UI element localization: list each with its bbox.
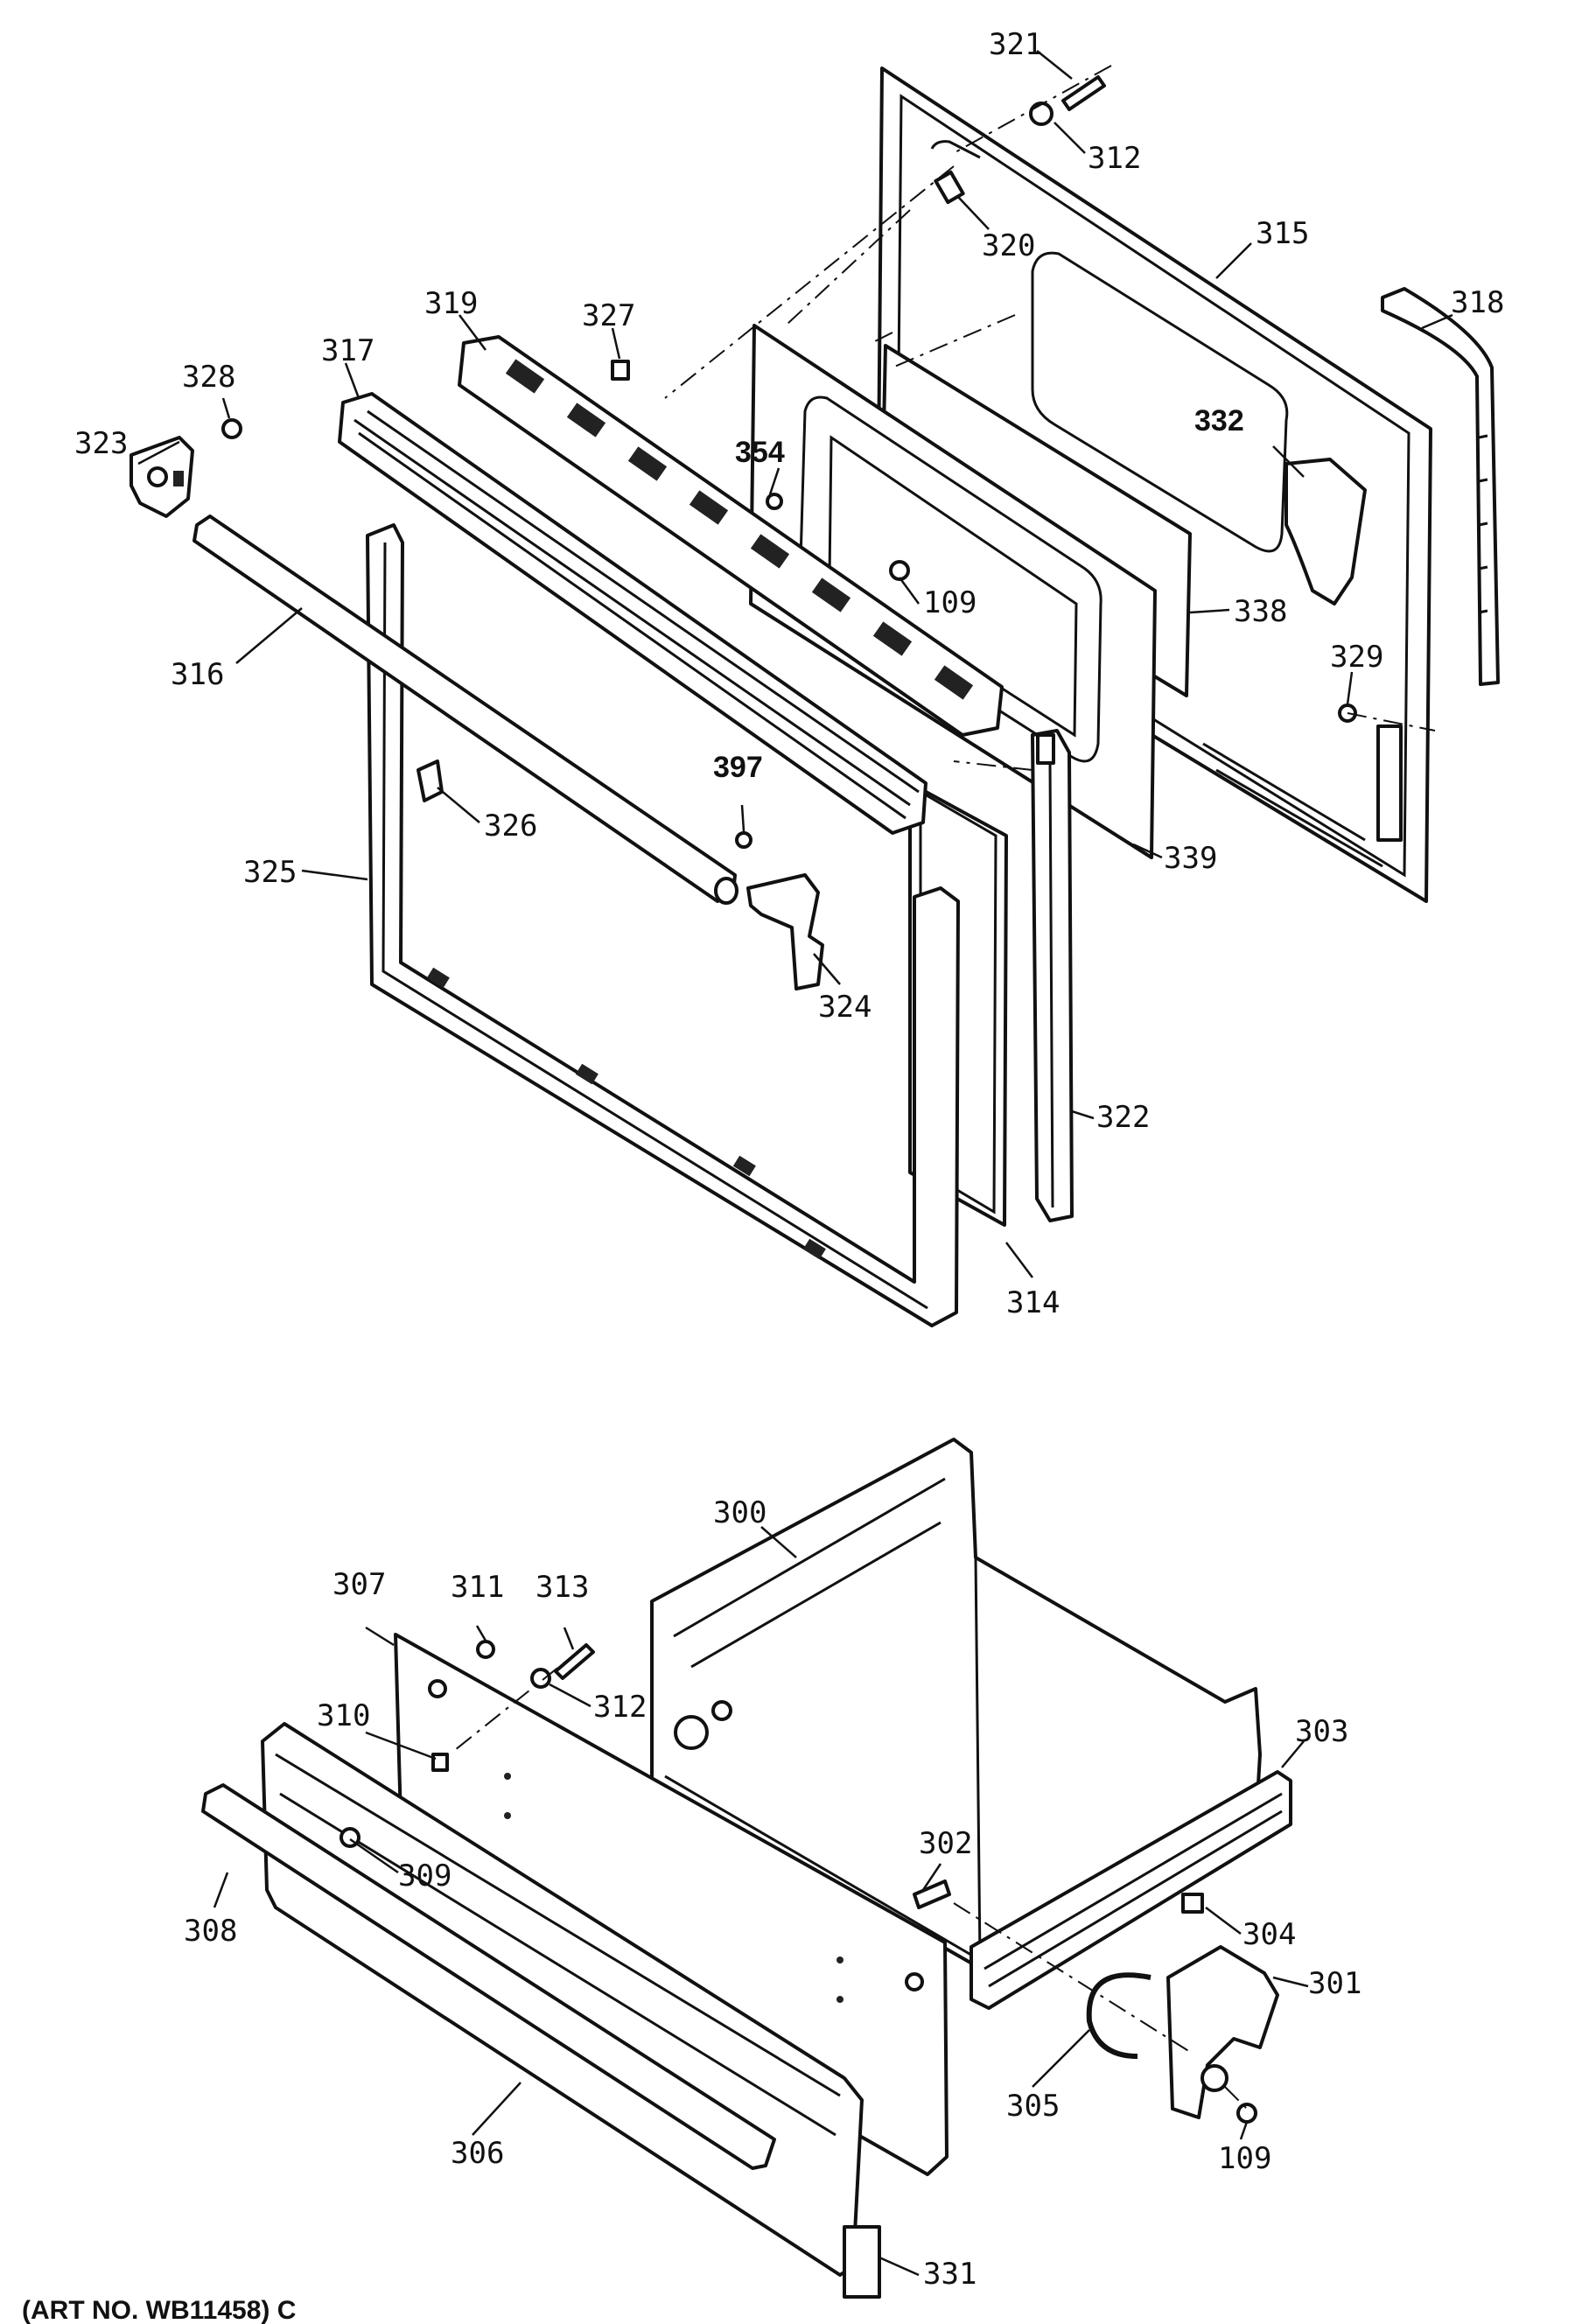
label-309: 309 bbox=[398, 1858, 452, 1894]
bracket-331 bbox=[843, 2225, 881, 2299]
part-labels: 321 312 320 315 318 319 327 317 328 323 … bbox=[74, 27, 1504, 2292]
vent-bracket-319 bbox=[458, 335, 1004, 737]
label-308: 308 bbox=[184, 1914, 237, 1949]
alignment-lines-lower bbox=[454, 1644, 1248, 2110]
top-vent-trim-317 bbox=[338, 392, 928, 835]
insulation-block-332 bbox=[1284, 458, 1367, 606]
label-322: 322 bbox=[1096, 1100, 1150, 1135]
fasteners-upper bbox=[221, 75, 1357, 849]
label-109-lower: 109 bbox=[1218, 2141, 1271, 2176]
label-323: 323 bbox=[74, 426, 128, 461]
art-number-caption: (ART NO. WB11458) C bbox=[22, 2296, 296, 2324]
label-327: 327 bbox=[582, 298, 635, 333]
label-317: 317 bbox=[321, 333, 374, 368]
clip-326 bbox=[416, 760, 444, 802]
side-channel-322 bbox=[1031, 729, 1074, 1222]
label-332: 332 bbox=[1194, 404, 1244, 438]
rear-bracket-301 bbox=[1166, 1945, 1279, 2119]
label-306: 306 bbox=[451, 2136, 504, 2171]
label-338: 338 bbox=[1234, 594, 1287, 629]
label-310: 310 bbox=[317, 1698, 370, 1733]
label-312-upper: 312 bbox=[1088, 141, 1141, 176]
door-latch-324 bbox=[746, 873, 824, 990]
label-314: 314 bbox=[1006, 1285, 1060, 1320]
label-300: 300 bbox=[713, 1495, 766, 1530]
drawer-handle-308 bbox=[201, 1783, 776, 2170]
label-319: 319 bbox=[424, 286, 478, 321]
label-301: 301 bbox=[1308, 1966, 1362, 2001]
label-316: 316 bbox=[171, 657, 224, 692]
label-331: 331 bbox=[923, 2257, 976, 2292]
side-trim-strip-318 bbox=[1381, 287, 1500, 686]
label-307: 307 bbox=[332, 1567, 386, 1602]
hinge-bracket-323 bbox=[130, 436, 194, 518]
slide-stop-304 bbox=[1181, 1893, 1204, 1914]
alignment-lines-upper bbox=[664, 65, 1436, 771]
label-304: 304 bbox=[1242, 1917, 1296, 1952]
handle-bar-316 bbox=[192, 514, 738, 905]
label-339: 339 bbox=[1164, 841, 1217, 876]
label-303: 303 bbox=[1295, 1714, 1348, 1749]
front-door-frame-325 bbox=[366, 523, 960, 1327]
label-318: 318 bbox=[1451, 285, 1504, 320]
label-328: 328 bbox=[182, 360, 235, 395]
label-326: 326 bbox=[484, 808, 537, 844]
drawer-slide-303 bbox=[970, 1770, 1292, 2010]
wire-ring-305 bbox=[1086, 1972, 1152, 2059]
label-329: 329 bbox=[1330, 640, 1383, 675]
label-320: 320 bbox=[982, 228, 1035, 263]
label-354: 354 bbox=[735, 436, 785, 469]
label-302: 302 bbox=[919, 1826, 972, 1861]
leader-lines bbox=[137, 50, 1453, 2277]
label-325: 325 bbox=[243, 855, 297, 890]
label-109-upper: 109 bbox=[923, 585, 976, 620]
label-321: 321 bbox=[989, 27, 1042, 62]
label-312-lower: 312 bbox=[593, 1690, 647, 1725]
label-397: 397 bbox=[713, 751, 763, 784]
label-313: 313 bbox=[536, 1570, 589, 1605]
outer-door-panel-315 bbox=[876, 66, 1432, 903]
label-311: 311 bbox=[451, 1570, 504, 1605]
label-324: 324 bbox=[818, 990, 872, 1025]
fasteners-lower bbox=[431, 1640, 1257, 2124]
label-305: 305 bbox=[1006, 2089, 1060, 2124]
label-315: 315 bbox=[1256, 216, 1309, 251]
